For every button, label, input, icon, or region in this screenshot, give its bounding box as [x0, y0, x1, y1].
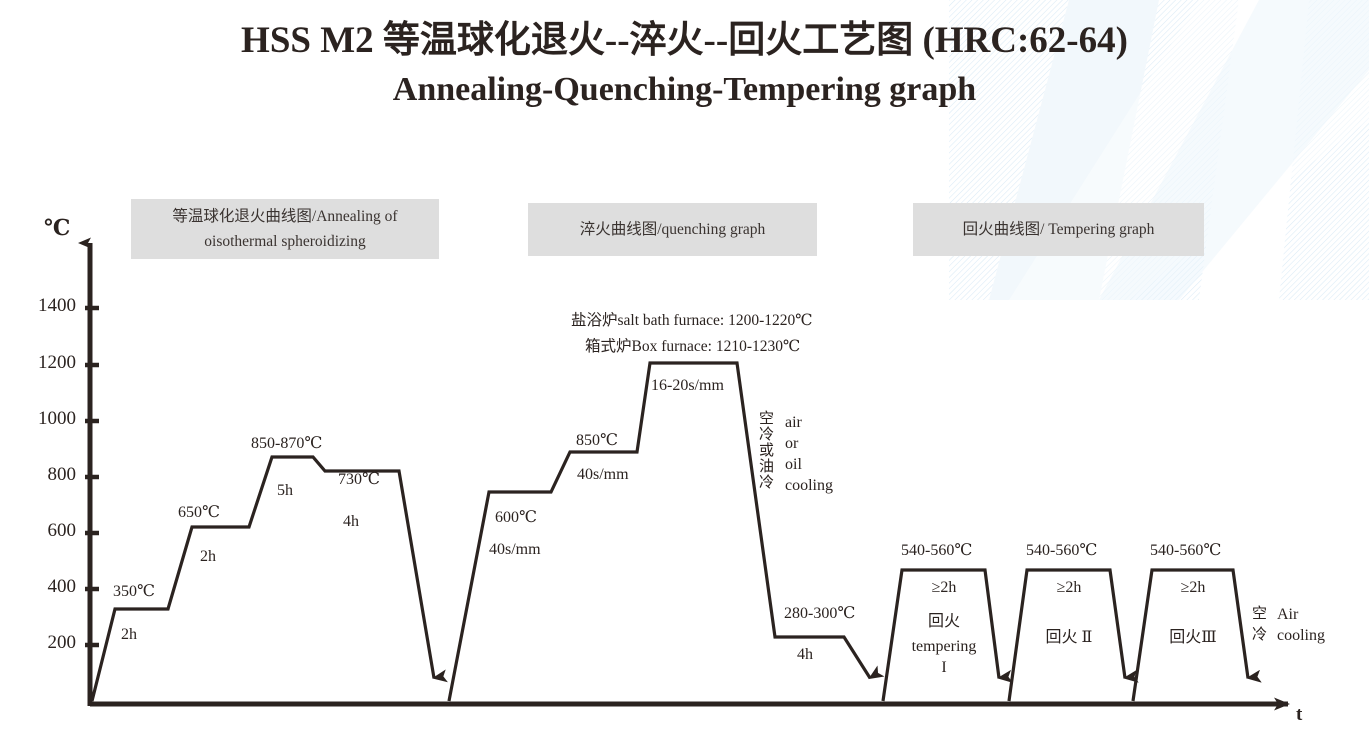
- temper1-temp: 540-560℃: [901, 542, 973, 559]
- temper1-name-en: tempering I: [911, 638, 977, 676]
- y-axis-unit-label: ℃: [44, 215, 71, 240]
- section-header-quenching: 淬火曲线图/quenching graph: [528, 203, 817, 256]
- title-block: HSS M2 等温球化退火--淬火--回火工艺图 (HRC:62-64) Ann…: [0, 16, 1369, 114]
- temper-cooling-label-en: Air cooling: [1277, 606, 1325, 644]
- annealing-stage4-temp: 730℃: [338, 471, 380, 488]
- quench-box-furnace-label: 箱式炉Box furnace: 1210-1230℃: [585, 338, 801, 355]
- y-tick-600: 600: [47, 520, 77, 541]
- y-tick-800: 800: [47, 464, 77, 485]
- quench-stage3-time: 16-20s/mm: [651, 377, 724, 394]
- section-header-annealing: 等温球化退火曲线图/Annealing of oisothermal spher…: [131, 199, 439, 259]
- quench-stage4-temp: 280-300℃: [784, 605, 856, 622]
- temper2-temp: 540-560℃: [1026, 542, 1098, 559]
- temper3-name: 回火Ⅲ: [1169, 629, 1217, 646]
- page-title-english: Annealing-Quenching-Tempering graph: [392, 71, 977, 108]
- quench-stage2-temp: 850℃: [576, 432, 618, 449]
- annealing-curve: [90, 455, 448, 702]
- temper3-time: ≥2h: [1180, 579, 1206, 596]
- tempering-curve-2: [1007, 568, 1139, 702]
- tempering-curve-3: [1131, 568, 1262, 702]
- annealing-stage4-time: 4h: [343, 513, 359, 530]
- temper1-name-cn: 回火: [927, 613, 960, 630]
- annealing-stage3-temp: 850-870℃: [251, 435, 323, 452]
- section-header-tempering: 回火曲线图/ Tempering graph: [913, 203, 1204, 256]
- quenching-curve: [447, 361, 885, 702]
- x-axis-label: t: [1296, 704, 1303, 725]
- y-tick-1200: 1200: [38, 352, 76, 373]
- quench-salt-furnace-label: 盐浴炉salt bath furnace: 1200-1220℃: [571, 312, 813, 329]
- quench-stage1-temp: 600℃: [495, 509, 537, 526]
- temper1-time: ≥2h: [931, 579, 957, 596]
- annealing-stage2-time: 2h: [200, 548, 216, 565]
- tempering-curve-1: [881, 568, 1013, 702]
- quench-cooling-label-cn: 空冷或油冷: [757, 410, 773, 490]
- temper2-time: ≥2h: [1056, 579, 1082, 596]
- annealing-stage1-temp: 350℃: [113, 583, 155, 600]
- annealing-stage3-time: 5h: [277, 482, 293, 499]
- annealing-stage1-time: 2h: [121, 626, 137, 643]
- temper2-name: 回火 Ⅱ: [1045, 629, 1093, 646]
- y-tick-1400: 1400: [38, 295, 76, 316]
- page-title-chinese: HSS M2 等温球化退火--淬火--回火工艺图 (HRC:62-64): [241, 20, 1128, 61]
- quench-stage2-time: 40s/mm: [577, 466, 629, 483]
- annealing-stage2-temp: 650℃: [178, 504, 220, 521]
- y-axis-ticks: [85, 305, 99, 648]
- temper-cooling-label-cn: 空 冷: [1252, 606, 1268, 643]
- quench-cooling-label-en: air or oil cooling: [785, 414, 833, 494]
- quench-stage1-time: 40s/mm: [489, 541, 541, 558]
- y-tick-400: 400: [47, 576, 77, 597]
- y-tick-200: 200: [47, 632, 77, 653]
- temper3-temp: 540-560℃: [1150, 542, 1222, 559]
- quench-stage4-time: 4h: [797, 646, 813, 663]
- y-tick-1000: 1000: [38, 408, 76, 429]
